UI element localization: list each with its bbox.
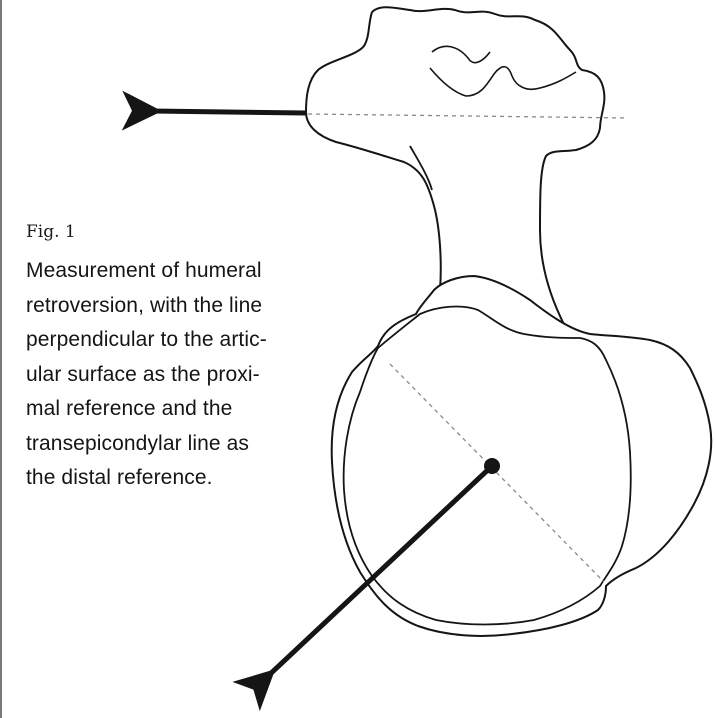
caption-line: transepicondylar line as xyxy=(26,431,250,455)
humeral-head-contour xyxy=(431,45,491,64)
distal-reference-arrow xyxy=(232,464,494,712)
figure-label: Fig. 1 xyxy=(26,222,76,242)
caption-line: perpendicular to the artic- xyxy=(26,328,267,351)
proximal-dashed-reference-line xyxy=(307,113,629,119)
humerus-proximal-outline xyxy=(371,6,606,339)
caption-line: ular surface as the proxi- xyxy=(26,362,260,386)
caption-line: Measurement of humeral xyxy=(26,259,262,282)
caption-line: mal reference and the xyxy=(26,397,233,420)
caption-line: retroversion, with the line xyxy=(26,293,263,317)
epicondylar-center-point xyxy=(484,458,500,474)
humerus-proximal-left-outline xyxy=(304,11,442,311)
figure-caption: Measurement of humeral retroversion, wit… xyxy=(26,254,291,496)
humeral-head-contour-2 xyxy=(429,65,577,97)
caption-line: the distal reference. xyxy=(26,466,213,489)
transepicondylar-dashed-line xyxy=(389,363,605,583)
page-left-border xyxy=(0,0,2,718)
bicipital-groove-line xyxy=(409,145,433,191)
humerus-distal-outline xyxy=(330,274,713,637)
proximal-reference-arrow xyxy=(121,90,307,131)
trochlea-inner-contour xyxy=(342,305,632,626)
